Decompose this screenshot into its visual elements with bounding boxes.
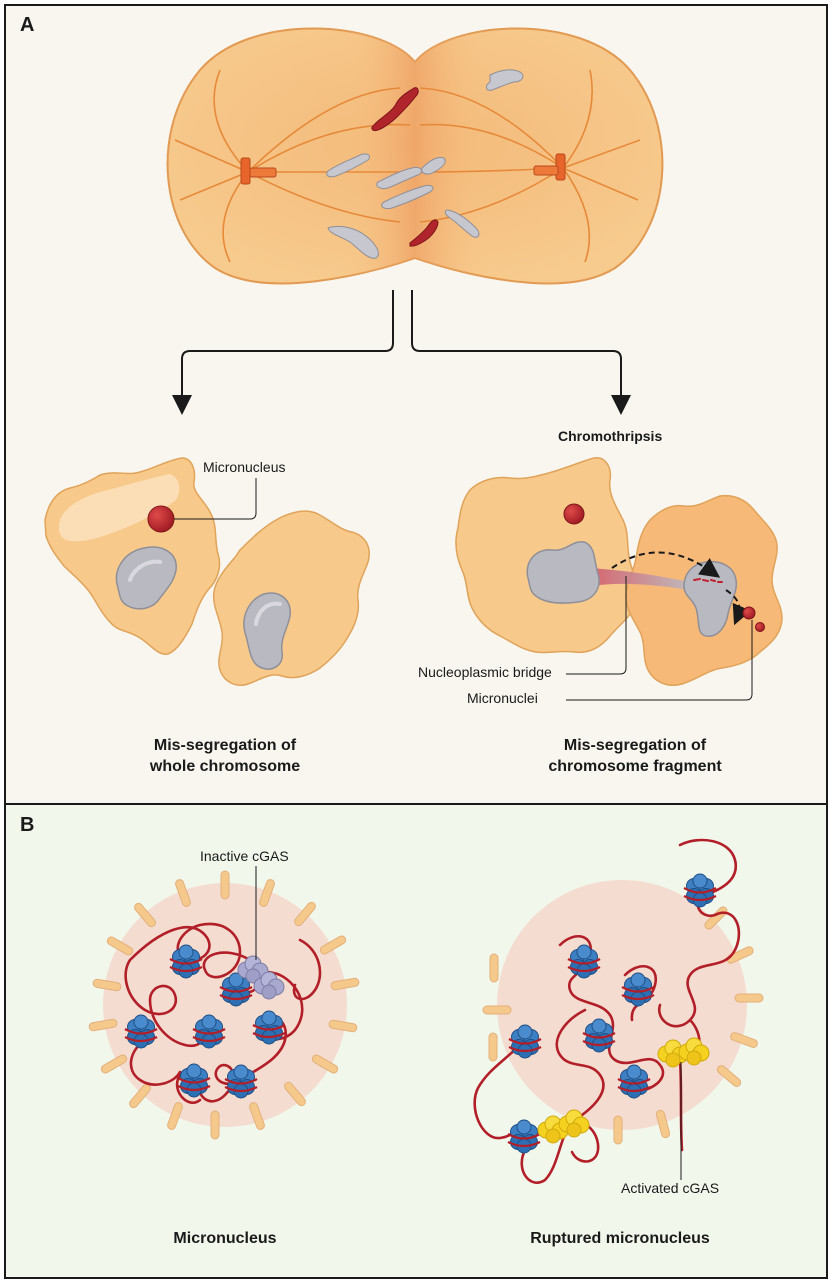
caption-fragment-line1: Mis-segregation of [563,737,707,754]
caption-chromosome-fragment: Mis-segregation of chromosome fragment [510,735,760,777]
micronucleus-fragment-large [742,606,756,620]
caption-whole-line2: whole chromosome [149,758,301,775]
caption-fragment-line2: chromosome fragment [548,758,722,775]
caption-ruptured-micronucleus: Ruptured micronucleus [530,1230,710,1247]
centrosomes [240,153,566,185]
activated-cgas-label: Activated cGAS [621,1180,720,1196]
division-arrows [172,290,631,415]
panel-a-letter: A [20,14,35,36]
chromosomes [326,69,524,259]
inactive-cgas-label: Inactive cGAS [200,848,289,864]
micronucleus-red [147,505,175,533]
caption-whole-chromosome: Mis-segregation of whole chromosome [100,735,350,777]
micronuclei-pointer [566,620,753,701]
ruptured-micronucleus [473,838,764,1184]
panel-b-letter: B [20,814,35,836]
micronucleus-pointer [174,478,257,520]
chromothripsis-label: Chromothripsis [558,428,663,444]
nuclear-bridge [590,568,690,590]
micronucleus-label: Micronucleus [203,459,286,475]
daughter-cell-left-2 [212,510,370,686]
dividing-cell [166,27,664,285]
caption-whole-line1: Mis-segregation of [153,737,297,754]
shattered-fragments [693,578,723,583]
nucleus-right-cell-1 [526,541,600,604]
intact-micronucleus [88,870,360,1140]
micronucleus-fragment-small [755,622,765,632]
bridge-pointer [566,576,627,675]
caption-micronucleus: Micronucleus [173,1230,277,1247]
spindle-fibers [174,69,641,263]
daughter-cell-left-1 [44,457,221,655]
nucleoplasmic-bridge-label: Nucleoplasmic bridge [418,664,552,680]
micronuclei-label: Micronuclei [467,690,538,706]
chromothripsis-arrows [611,551,752,626]
micronucleus-right-cell [563,503,585,525]
